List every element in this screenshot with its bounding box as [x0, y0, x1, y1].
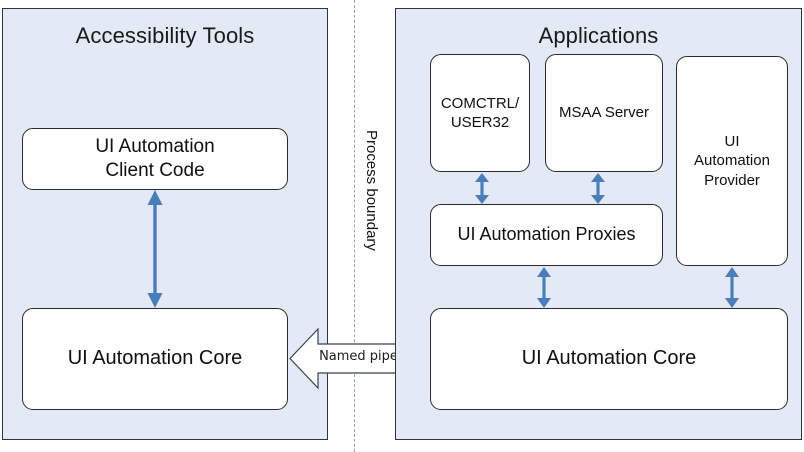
panel-applications-title: Applications [538, 23, 659, 48]
node-uia-provider-line2: Automation [694, 152, 770, 170]
node-client-code-line2: Client Code [105, 160, 205, 181]
node-ui-automation-provider[interactable]: UI Automation Provider [676, 56, 788, 266]
arrow-msaa-to-proxies [591, 173, 605, 204]
arrow-comctrl-to-proxies [475, 173, 489, 204]
process-boundary-label: Process boundary [363, 130, 380, 251]
node-client-code-line1: UI Automation [95, 135, 215, 157]
node-comctrl-line2: USER32 [450, 114, 510, 131]
node-msaa-server[interactable]: MSAA Server [545, 54, 663, 172]
process-boundary-dashed-line [354, 0, 355, 452]
panel-accessibility-tools-title: Accessibility Tools [75, 23, 255, 48]
node-proxies-label: UI Automation Proxies [457, 224, 636, 245]
node-ui-automation-core-provider[interactable]: UI Automation Core [430, 308, 788, 410]
node-comctrl-line1: COMCTRL/ [440, 94, 520, 112]
named-pipe-label: Named pipe [319, 349, 398, 364]
node-core-right-label: UI Automation Core [521, 347, 697, 370]
node-comctrl-user32[interactable]: COMCTRL/ USER32 [430, 54, 530, 172]
arrow-provider-to-core [725, 267, 739, 308]
arrow-proxies-to-core [537, 267, 551, 308]
node-uia-provider-line3: Provider [704, 171, 760, 189]
node-ui-automation-client-code[interactable]: UI Automation Client Code [22, 128, 288, 190]
node-core-left-label: UI Automation Core [67, 347, 243, 370]
node-uia-provider-line1: UI [724, 133, 740, 151]
node-ui-automation-proxies[interactable]: UI Automation Proxies [430, 204, 663, 266]
node-ui-automation-core-client[interactable]: UI Automation Core [22, 308, 288, 410]
node-msaa-label: MSAA Server [558, 104, 650, 122]
arrow-client-code-to-core [147, 190, 163, 308]
